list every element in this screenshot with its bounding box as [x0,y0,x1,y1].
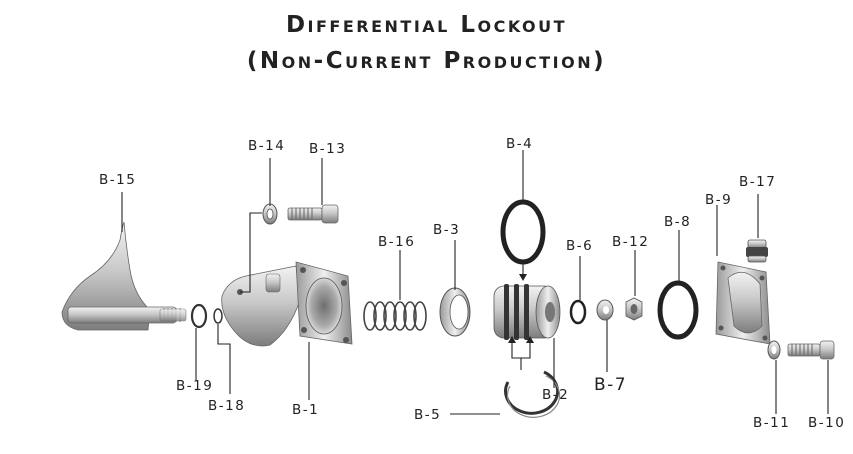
housing-part-b1 [221,261,353,347]
callout-b4: B-4 [506,136,533,152]
washer-part-b14 [262,203,278,225]
retaining-ring-part-b5 [504,370,561,418]
ring-part-b19 [190,303,208,329]
washer-part-b7 [596,299,614,321]
callout-b15: B-15 [99,172,136,188]
callout-b12: B-12 [612,234,649,250]
callout-b7: B-7 [594,375,627,395]
oring-part-b4 [500,199,546,265]
bolt-part-b13 [287,204,339,224]
callout-b5: B-5 [414,407,441,423]
callout-b11: B-11 [753,415,790,431]
callout-b10: B-10 [808,415,845,431]
callout-b14: B-14 [248,138,285,154]
fitting-part-b17 [746,239,768,263]
leader-arrowheads [508,274,534,343]
callout-b8: B-8 [664,214,691,230]
callout-b3: B-3 [433,222,460,238]
ring-part-b18 [213,308,223,324]
piston-part-b2 [493,284,561,340]
callout-b16: B-16 [378,234,415,250]
cover-part-b9 [715,261,771,345]
diagram-title: Differential Lockout [285,12,568,38]
callout-b17: B-17 [739,174,776,190]
nut-part-b12 [625,297,643,321]
diagram-subtitle: (Non-Current Production) [246,48,607,74]
callout-b9: B-9 [705,192,732,208]
callout-b6: B-6 [566,238,593,254]
callout-b18: B-18 [208,398,245,414]
spring-part-b16 [363,301,427,331]
callout-b2: B-2 [542,387,569,403]
bolt-part-b10 [787,340,835,360]
washer-part-b11 [767,340,781,360]
lever-part-b15 [61,221,187,331]
callout-b13: B-13 [309,141,346,157]
oring-part-b6 [569,299,587,325]
callout-b1: B-1 [292,402,319,418]
oring-part-b8 [657,280,699,340]
bushing-part-b3 [439,287,471,337]
callout-b19: B-19 [176,378,213,394]
